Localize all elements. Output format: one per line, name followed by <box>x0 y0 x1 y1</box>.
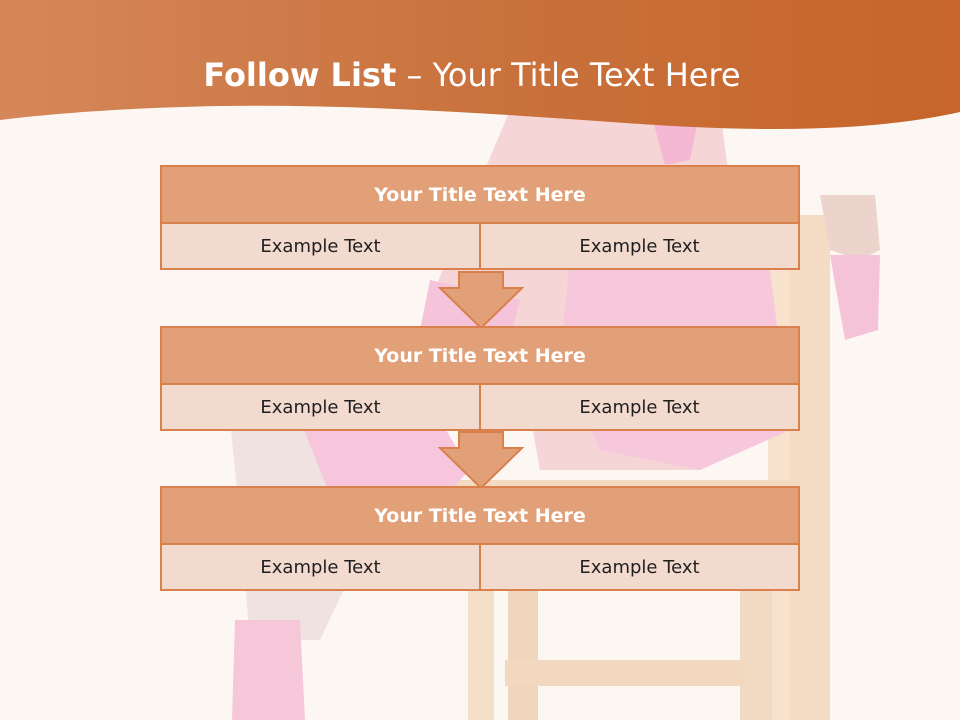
slide-title-rest: – Your Title Text Here <box>396 56 741 94</box>
down-arrow-icon <box>438 271 524 330</box>
block-title: Your Title Text Here <box>162 167 798 224</box>
list-block-3: Your Title Text Here Example Text Exampl… <box>160 486 800 591</box>
block-title: Your Title Text Here <box>162 488 798 545</box>
block-row: Example Text Example Text <box>162 545 798 589</box>
slide-title: Follow List – Your Title Text Here <box>0 52 944 98</box>
slide-title-bold: Follow List <box>203 56 397 94</box>
block-cell-right: Example Text <box>479 224 798 268</box>
block-title: Your Title Text Here <box>162 328 798 385</box>
block-row: Example Text Example Text <box>162 385 798 429</box>
block-cell-left: Example Text <box>162 224 479 268</box>
block-cell-left: Example Text <box>162 545 479 589</box>
list-block-1: Your Title Text Here Example Text Exampl… <box>160 165 800 270</box>
down-arrow-icon <box>438 431 524 490</box>
block-cell-right: Example Text <box>479 385 798 429</box>
block-cell-left: Example Text <box>162 385 479 429</box>
list-block-2: Your Title Text Here Example Text Exampl… <box>160 326 800 431</box>
header-band <box>0 0 960 129</box>
block-row: Example Text Example Text <box>162 224 798 268</box>
block-cell-right: Example Text <box>479 545 798 589</box>
